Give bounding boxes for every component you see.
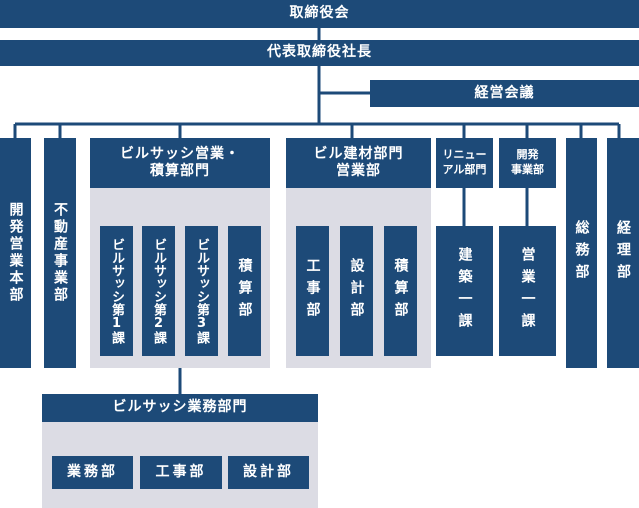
kaihatsu-section-box: 営業一課 <box>499 226 556 356</box>
bm-design-box: 設計部 <box>340 226 373 356</box>
keiri-box: 経理部 <box>607 138 639 368</box>
somu-box: 総務部 <box>566 138 597 368</box>
building-materials-box: ビル建材部門 営業部 <box>286 138 431 188</box>
sash-sekkei-box: 設計部 <box>228 456 309 489</box>
renewal-box: リニュー アル部門 <box>436 138 493 188</box>
sash-section-3-box: ビルサッシ第3課 <box>185 226 218 356</box>
board-box: 取締役会 <box>0 0 639 28</box>
sash-gyomu-box: 業務部 <box>52 456 133 489</box>
sash-section-2-box: ビルサッシ第2課 <box>142 226 175 356</box>
sash-business-box: ビルサッシ業務部門 <box>42 394 318 422</box>
bm-construction-box: 工事部 <box>296 226 329 356</box>
committee-box: 経営会議 <box>370 80 639 107</box>
sash-koji-box: 工事部 <box>140 456 222 489</box>
sash-sales-box: ビルサッシ営業・ 積算部門 <box>90 138 270 188</box>
president-box: 代表取締役社長 <box>0 40 639 66</box>
sash-section-1-box: ビルサッシ第1課 <box>100 226 133 356</box>
sash-estimation-box: 積算部 <box>228 226 261 356</box>
bm-estimation-box: 積算部 <box>384 226 417 356</box>
renewal-section-box: 建築一課 <box>436 226 493 356</box>
fudosan-box: 不動産事業部 <box>44 138 76 368</box>
kaihatsu-jigyo-box: 開発 事業部 <box>499 138 556 188</box>
kaihatsu-honbu-box: 開発営業本部 <box>0 138 31 368</box>
